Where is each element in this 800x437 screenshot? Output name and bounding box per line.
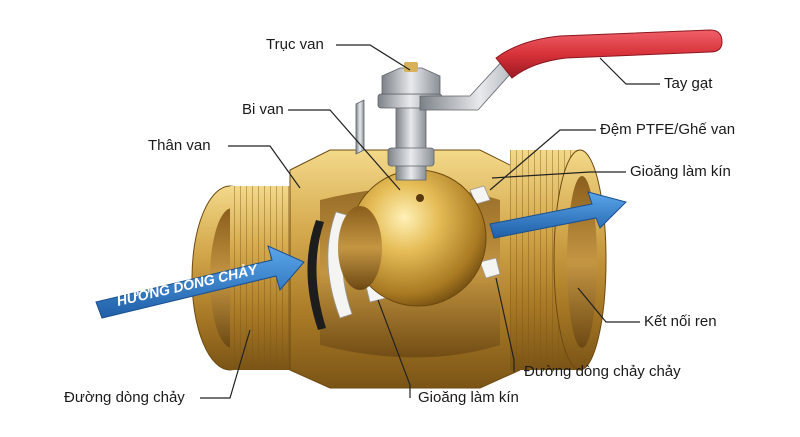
label-than-van: Thân van (148, 137, 211, 154)
leader-than-van (228, 145, 301, 189)
label-ket-noi-ren: Kết nối ren (644, 313, 717, 330)
leader-duong-dong-chay-right (495, 277, 515, 372)
leader-dem-ptfe (489, 129, 596, 191)
valve-handle (419, 29, 723, 111)
leader-lines (200, 44, 660, 399)
leader-tay-gat (599, 57, 660, 85)
label-gioang-bottom: Gioăng làm kín (418, 389, 519, 406)
leader-gioang-top (491, 171, 626, 179)
label-gioang-top: Gioăng làm kín (630, 163, 731, 180)
leader-duong-dong-chay-left (200, 329, 251, 399)
leader-bi-van (288, 109, 401, 191)
leader-gioang-bottom (377, 299, 411, 398)
label-duong-dong-chay-right: Đường dòng chảy chảy (524, 363, 681, 380)
label-truc-van: Trục van (266, 36, 324, 53)
label-bi-van: Bi van (242, 101, 284, 118)
flow-arrow-out (489, 191, 627, 239)
leader-truc-van (336, 44, 411, 71)
flow-arrow-in (95, 245, 305, 319)
label-duong-dong-chay-left: Đường dòng chảy (64, 389, 185, 406)
label-dem-ptfe: Đệm PTFE/Ghế van (600, 121, 736, 138)
leader-ket-noi-ren (577, 287, 640, 323)
right-pipe-end (510, 149, 607, 371)
label-tay-gat: Tay gạt (664, 75, 713, 92)
